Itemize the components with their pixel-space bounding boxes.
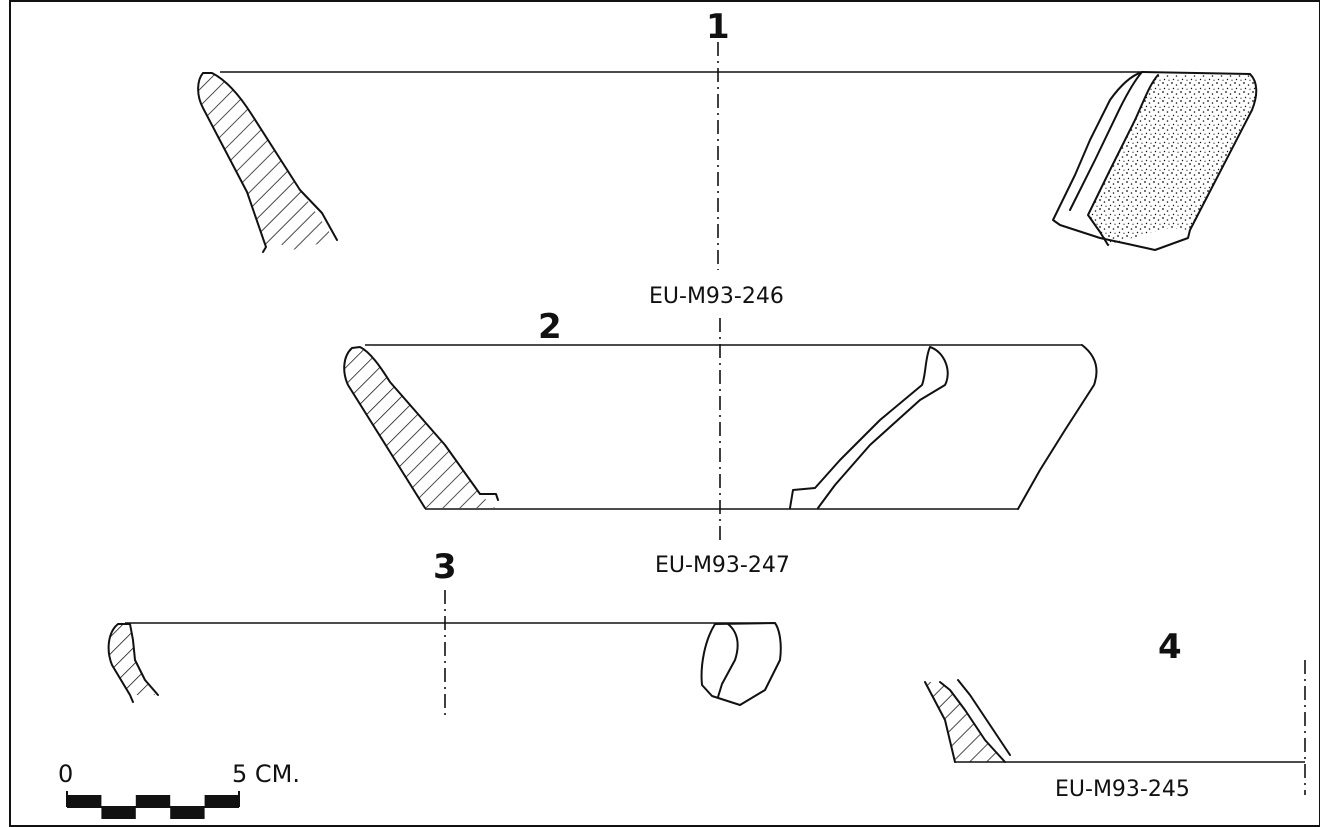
figure-4-number: 4 — [1158, 627, 1182, 667]
vessel-1-left-outline — [197, 72, 338, 253]
vessel-2-right-exterior — [1017, 344, 1098, 510]
vessel-3-left-outline — [107, 623, 159, 703]
figure-2-sample-id: EU-M93-247 — [655, 553, 790, 578]
figure-1-sample-id: EU-M93-246 — [649, 284, 784, 309]
figure-3-number: 3 — [433, 547, 457, 587]
figure-2-number: 2 — [538, 307, 562, 347]
vessel-1-left-section — [198, 73, 335, 250]
scale-end-label: 5 CM. — [232, 760, 300, 788]
vessel-1-right-inner-rim — [1069, 71, 1143, 211]
scale-bar — [66, 791, 240, 819]
scale-bar-segment — [170, 807, 205, 819]
scale-bar-segment — [204, 795, 239, 807]
figure-4-sample-id: EU-M93-245 — [1055, 777, 1190, 802]
scale-start-label: 0 — [58, 760, 73, 788]
vessel-2-left-outline — [343, 346, 499, 509]
scale-bar-segment — [135, 795, 171, 807]
vessel-4-section — [925, 682, 1005, 762]
vessel-3-right-outline — [700, 622, 782, 706]
vessel-1-right-inner-edge — [1087, 74, 1159, 246]
figure-1-number: 1 — [706, 7, 730, 47]
vessel-2-inner-profile — [789, 346, 949, 509]
plate-frame — [9, 0, 1320, 827]
vessel-1 — [197, 42, 1258, 270]
vessel-2-left-section — [344, 347, 495, 508]
vessel-2 — [343, 318, 1098, 545]
scale-bar-segment — [67, 795, 102, 807]
vessel-1-right-stipple — [1088, 75, 1257, 245]
vessel-3-right-inner-edge — [717, 623, 739, 698]
vessel-4-outline — [924, 679, 1011, 763]
vessel-3 — [107, 590, 782, 720]
vessel-1-right-outline — [1052, 71, 1258, 251]
scale-bar-segment — [101, 807, 136, 819]
vessel-4 — [924, 660, 1306, 795]
